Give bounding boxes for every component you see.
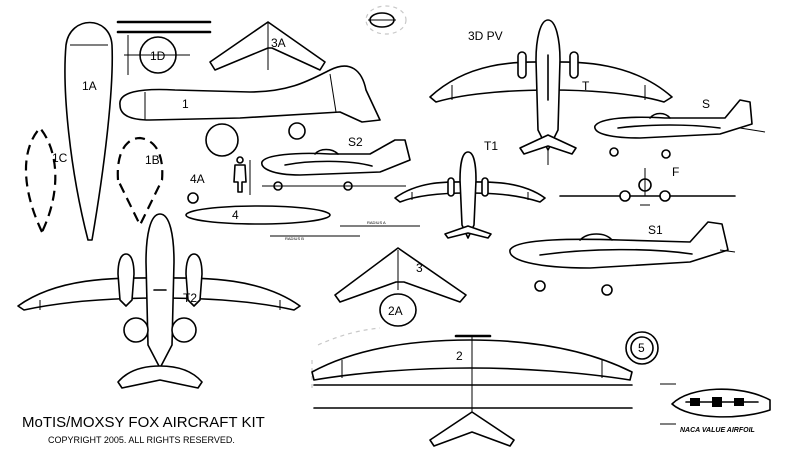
part-1b: 1B [116,136,164,228]
mark-radius-b: RADIUS B [285,236,304,241]
label-t1: T1 [484,139,498,153]
label-t2: T2 [183,291,197,305]
label-4a: 4A [190,172,205,186]
label-2: 2 [456,349,463,363]
part-circle-b [288,122,306,140]
part-3: 3 [334,247,467,303]
kit-title: MoTIS/MOXSY FOX AIRCRAFT KIT [22,414,265,431]
part-4: 4 RADIUS B RADIUS A [185,205,420,241]
airfoil-caption: NACA VALUE AIRFOIL [680,427,755,434]
part-1d: 1D [124,35,190,75]
part-1: 1 [119,65,381,123]
part-4a-pilot: 4A [187,156,251,204]
part-s1: S1 [509,221,736,296]
part-3dpv: 3D PV T [429,19,673,165]
part-f: F [559,165,736,206]
part-2: 2 [311,327,633,447]
part-2a: 2A [379,293,417,327]
label-1c: 1C [52,151,68,165]
label-5: 5 [638,341,645,355]
label-1d: 1D [150,49,166,63]
label-s1: S1 [648,223,663,237]
label-2a: 2A [388,304,403,318]
mark-radius-a: RADIUS A [367,220,386,225]
part-s: S [594,97,766,159]
part-3a: 3A [209,21,326,71]
label-3dpv: 3D PV [468,29,503,43]
naca-airfoil: NACA VALUE AIRFOIL [660,383,771,434]
part-circle-a [205,123,239,157]
label-t: T [582,79,590,93]
label-1: 1 [182,97,189,111]
copyright-notice: COPYRIGHT 2005. ALL RIGHTS RESERVED. [48,435,235,445]
part-t1: T1 [394,139,546,239]
label-s2: S2 [348,135,363,149]
label-4: 4 [232,208,239,222]
part-t2: T2 [17,213,301,389]
part-5: 5 [625,331,659,365]
part-s2: S2 [261,135,411,191]
label-3a: 3A [271,36,286,50]
label-s: S [702,97,710,111]
part-1c: 1C [24,126,68,235]
label-f: F [672,165,679,179]
label-1b: 1B [145,153,160,167]
label-3: 3 [416,261,423,275]
label-1a: 1A [82,79,97,93]
part-1a: 1A [64,21,114,241]
part-ring-top [365,5,407,35]
